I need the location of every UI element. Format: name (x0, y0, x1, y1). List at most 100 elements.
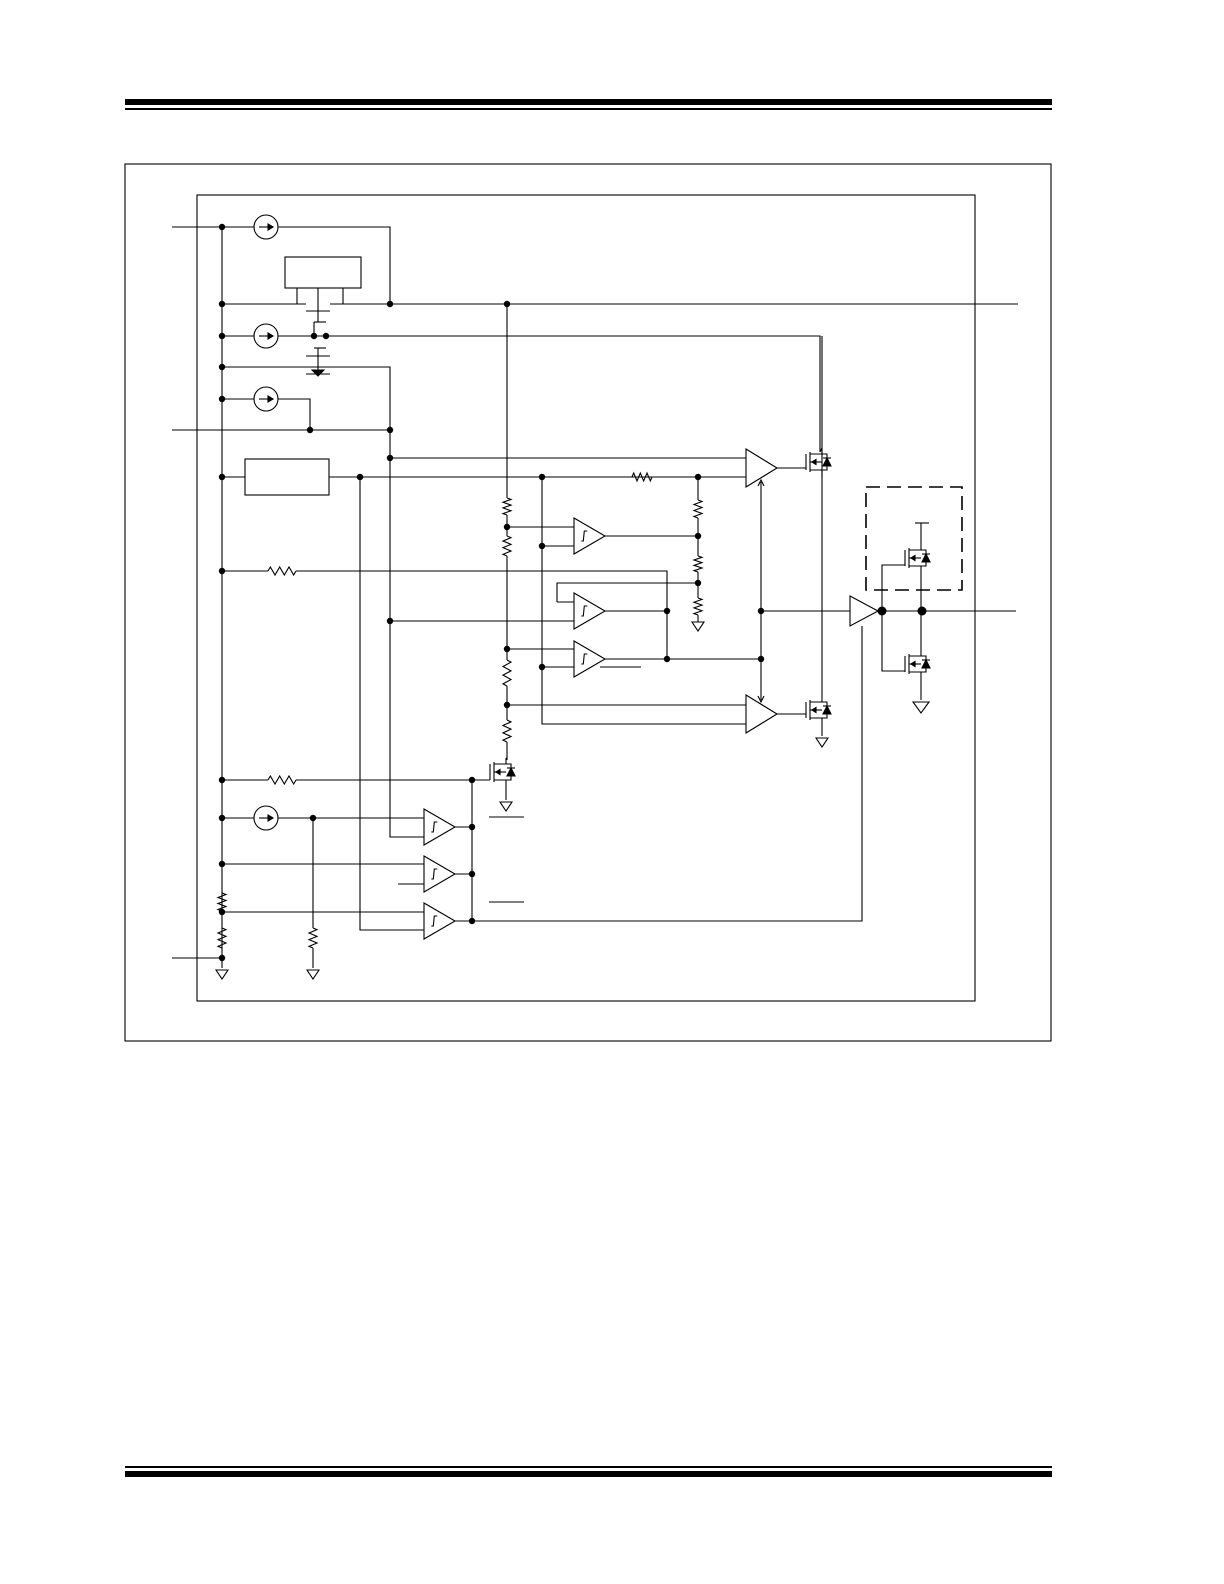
comparator-triangle (573, 640, 607, 678)
junction-dot (386, 300, 394, 308)
ground-icon (305, 969, 321, 980)
resistor-icon (307, 927, 319, 949)
mosfet-icon (805, 696, 832, 724)
junction-dot (503, 300, 511, 308)
junction-dot (468, 823, 476, 831)
body-arrow (909, 554, 916, 562)
comparator-triangle (849, 595, 880, 627)
mosfet-icon (489, 758, 516, 786)
resistor-icon (692, 597, 704, 616)
wire (359, 477, 424, 931)
hysteresis-glyph (581, 605, 588, 617)
comparator-icon (745, 448, 779, 488)
schmitt-comparator-icon (423, 855, 457, 893)
junction-dot (386, 617, 394, 625)
wire (278, 398, 311, 430)
wire (278, 335, 821, 452)
resistor-icon (501, 535, 513, 557)
drain-lead (909, 544, 922, 551)
resistor-icon (501, 497, 513, 516)
junction-dot (310, 332, 318, 340)
schmitt-comparator-icon (573, 640, 607, 678)
junction-dot (468, 917, 476, 925)
current-arrow-head (267, 395, 275, 403)
comparator-triangle (423, 808, 457, 846)
body-arrow (810, 458, 817, 466)
current-arrow-head (267, 332, 275, 340)
ground-icon (214, 969, 230, 980)
junction-dot (694, 473, 702, 481)
junction-dot (306, 426, 314, 434)
ground-triangle (498, 801, 514, 812)
junction-dot (468, 870, 476, 878)
junction-dot (877, 606, 887, 616)
junction-dot (757, 655, 765, 663)
source-lead (909, 565, 922, 572)
junction-dot (218, 776, 226, 784)
wire (330, 288, 344, 305)
resistor-icon (501, 719, 513, 743)
arrow-icon (757, 478, 765, 487)
junction-dot (218, 300, 226, 308)
junction-dot (663, 655, 671, 663)
current-source-icon (253, 805, 279, 831)
junction-dot (218, 363, 226, 371)
resistor-zigzag (501, 497, 513, 516)
resistor-zigzag (631, 471, 653, 483)
hysteresis-glyph (581, 653, 588, 665)
current-source-icon (253, 323, 279, 349)
junction-dot (218, 567, 226, 575)
junction-dot (218, 332, 226, 340)
junction-dot (503, 645, 511, 653)
resistor-icon (267, 774, 297, 786)
hysteresis-glyph (431, 915, 438, 927)
wire (881, 564, 905, 611)
body-arrow (810, 706, 817, 714)
current-source-circle (253, 386, 279, 412)
comparator-triangle (573, 592, 607, 630)
ground-icon (498, 801, 514, 812)
header-rule-thick (125, 99, 1052, 105)
schmitt-comparator-icon (573, 592, 607, 630)
current-source-circle (253, 214, 279, 240)
mosfet-icon (904, 544, 931, 572)
comparator-triangle (573, 517, 607, 555)
current-source-circle (253, 805, 279, 831)
resistor-icon (692, 555, 704, 573)
current-arrow-head (267, 223, 275, 231)
comparator-triangle (745, 448, 779, 488)
optional-driver-boundary (865, 486, 963, 591)
comparator-triangle (423, 855, 457, 893)
schmitt-comparator-icon (423, 902, 457, 940)
junction-dot (663, 607, 671, 615)
resistor-zigzag (267, 774, 297, 786)
junction-dot (538, 473, 546, 481)
current-source-icon (253, 386, 279, 412)
device-boundary (196, 194, 976, 1002)
resistor-zigzag (692, 499, 704, 519)
resistor-icon (216, 927, 228, 949)
junction-dot (538, 663, 546, 671)
junction-dot (218, 908, 226, 916)
reference-block (284, 256, 362, 289)
schmitt-comparator-icon (573, 517, 607, 555)
reference-block-top (284, 256, 362, 289)
hysteresis-glyph (581, 530, 588, 542)
junction-dot (694, 532, 702, 540)
resistor-icon (631, 471, 653, 483)
header-rule-thin (125, 108, 1052, 110)
wire (471, 626, 863, 922)
logic-block (244, 458, 330, 496)
junction-dot (218, 223, 226, 231)
body-arrow (909, 660, 916, 668)
source-lead (494, 779, 507, 786)
footer-rule-thin (125, 1466, 1052, 1468)
junction-dot (322, 332, 330, 340)
wire (541, 477, 746, 725)
junction-dot (309, 814, 317, 822)
junction-dot (386, 426, 394, 434)
resistor-zigzag (692, 597, 704, 616)
body-diode (921, 552, 931, 563)
wire (222, 366, 391, 430)
junction-dot (468, 776, 476, 784)
